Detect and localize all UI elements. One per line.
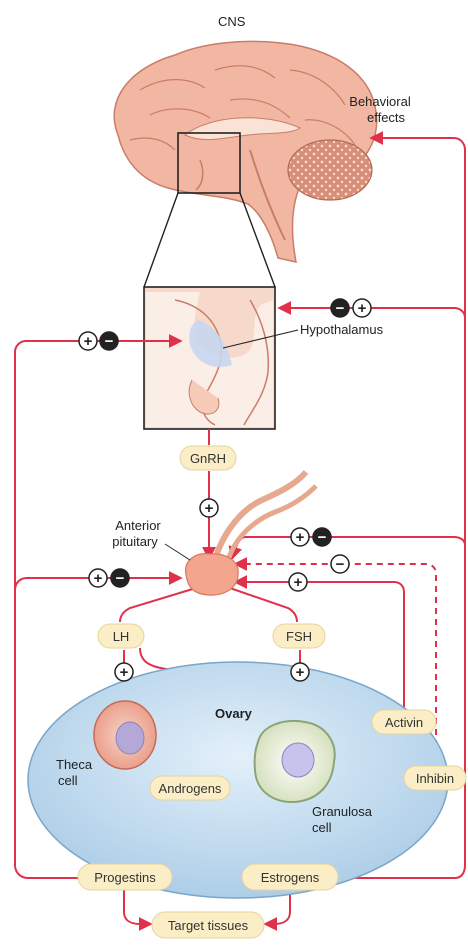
svg-text:GnRH: GnRH (190, 451, 226, 466)
granulosa-label-2: cell (312, 820, 332, 835)
svg-text:Estrogens: Estrogens (261, 870, 320, 885)
hypothalamus-label: Hypothalamus (300, 322, 384, 337)
svg-text:+: + (296, 664, 305, 681)
brain-illustration (114, 41, 376, 262)
target-tissues-pill: Target tissues (152, 912, 264, 938)
estrogens-pill: Estrogens (242, 864, 338, 890)
svg-text:−: − (336, 300, 345, 317)
sign-minus-pituitary-left: − (111, 569, 129, 587)
anterior-label-1: Anterior (115, 518, 161, 533)
svg-text:+: + (296, 529, 305, 546)
svg-text:−: − (105, 333, 114, 350)
svg-text:+: + (84, 333, 93, 350)
sign-minus-hypothalamus-left: − (100, 332, 118, 350)
behavioral-label-2: effects (367, 110, 406, 125)
svg-text:Androgens: Androgens (159, 781, 222, 796)
sign-plus-fsh: + (291, 663, 309, 681)
svg-text:−: − (116, 570, 125, 587)
granulosa-cell (255, 721, 335, 802)
progestins-pill: Progestins (78, 864, 172, 890)
ovary-label: Ovary (215, 706, 253, 721)
pituitary-leader (165, 544, 190, 560)
svg-text:+: + (120, 664, 129, 681)
sign-minus-hypothalamus-right: − (331, 299, 349, 317)
activin-pill: Activin (372, 710, 436, 734)
sign-plus-lh: + (115, 663, 133, 681)
sign-minus-inhibin: − (331, 555, 349, 573)
svg-text:+: + (358, 300, 367, 317)
cns-label: CNS (218, 14, 246, 29)
inhibin-pill: Inhibin (404, 766, 466, 790)
svg-text:−: − (318, 529, 327, 546)
sign-plus-hypothalamus-right: + (353, 299, 371, 317)
svg-text:FSH: FSH (286, 629, 312, 644)
svg-text:Progestins: Progestins (94, 870, 156, 885)
anterior-pituitary (186, 554, 239, 595)
hypothalamus-box (144, 287, 275, 429)
anterior-label-2: pituitary (112, 534, 158, 549)
theca-label-2: cell (58, 773, 78, 788)
svg-text:+: + (205, 500, 214, 517)
svg-text:Target tissues: Target tissues (168, 918, 249, 933)
zoom-line-left (144, 193, 178, 287)
fsh-pill: FSH (273, 624, 325, 648)
sign-plus-gnrh: + (200, 499, 218, 517)
svg-text:+: + (294, 574, 303, 591)
gnrh-pill: GnRH (180, 446, 236, 470)
ovary (28, 662, 448, 898)
behavioral-label-1: Behavioral (349, 94, 411, 109)
sign-plus-pituitary-right: + (291, 528, 309, 546)
theca-label-1: Theca (56, 757, 93, 772)
androgens-pill: Androgens (150, 776, 230, 800)
svg-text:−: − (336, 556, 345, 573)
svg-text:Activin: Activin (385, 715, 423, 730)
svg-text:Inhibin: Inhibin (416, 771, 454, 786)
sign-minus-pituitary-right: − (313, 528, 331, 546)
lh-pill: LH (98, 624, 144, 648)
sign-plus-hypothalamus-left: + (79, 332, 97, 350)
sign-plus-pituitary-left: + (89, 569, 107, 587)
theca-cell (94, 701, 156, 769)
svg-text:LH: LH (113, 629, 130, 644)
sign-plus-activin: + (289, 573, 307, 591)
granulosa-label-1: Granulosa (312, 804, 373, 819)
svg-text:+: + (94, 570, 103, 587)
